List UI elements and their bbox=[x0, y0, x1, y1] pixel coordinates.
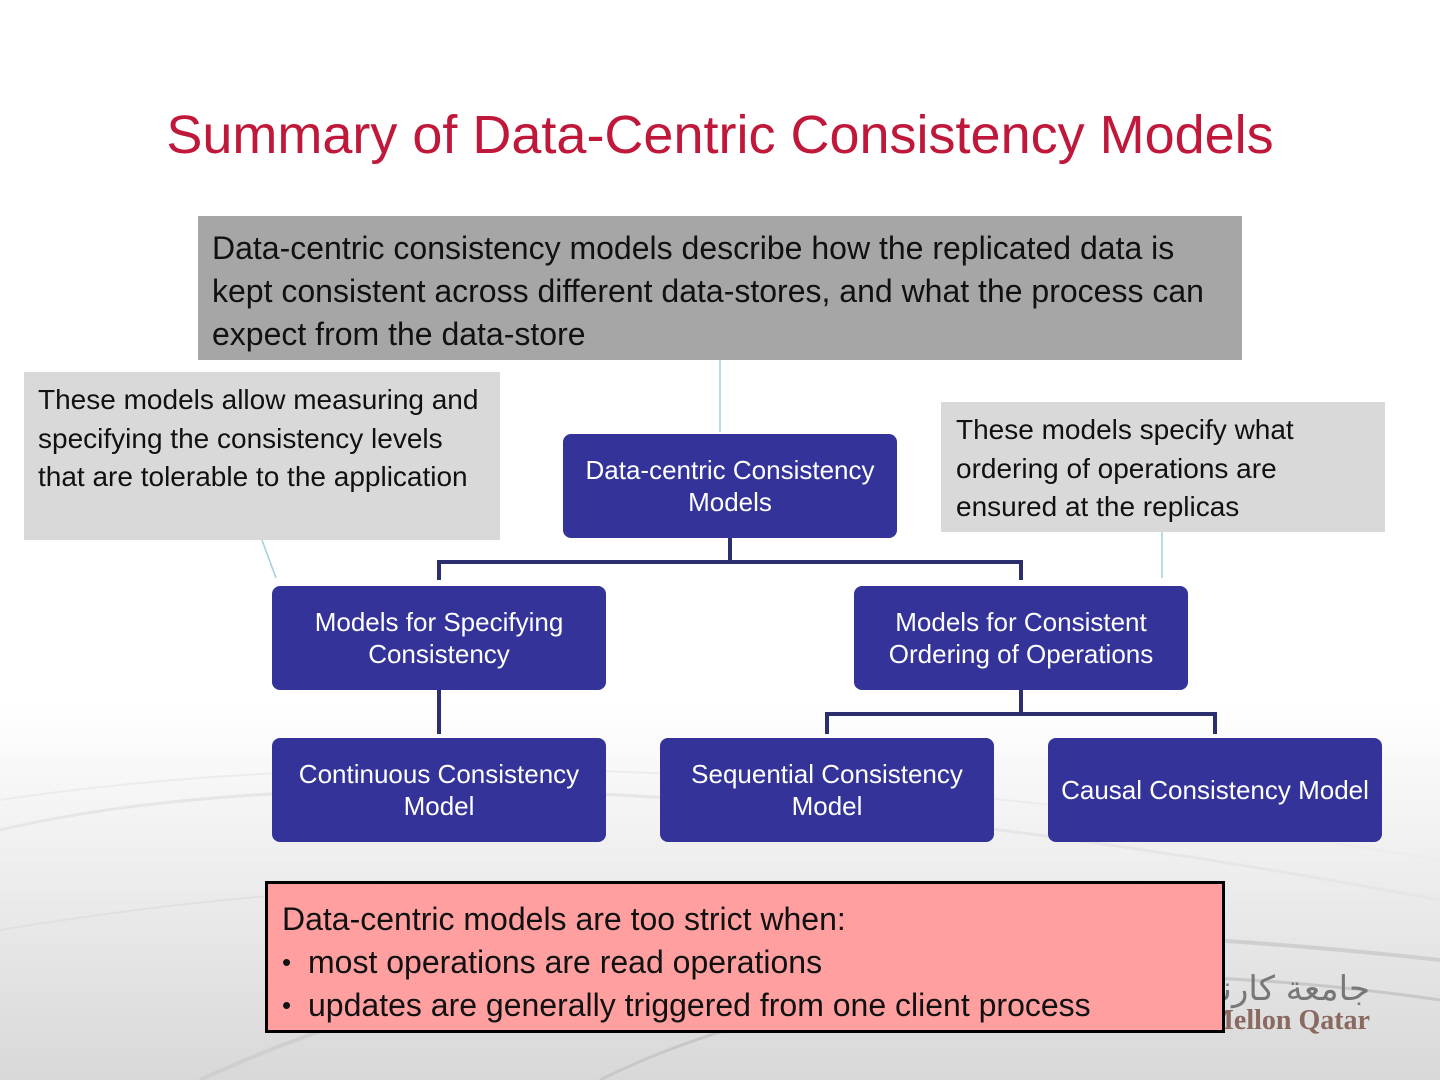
node-ordering: Models for Consistent Ordering of Operat… bbox=[854, 586, 1188, 690]
note-heading: Data-centric models are too strict when: bbox=[282, 901, 846, 937]
node-continuous: Continuous Consistency Model bbox=[272, 738, 606, 842]
logo-english-text: Mellon Qatar bbox=[1207, 1005, 1370, 1036]
strictness-note: Data-centric models are too strict when:… bbox=[265, 881, 1225, 1033]
callout-ordering: These models specify what ordering of op… bbox=[941, 402, 1385, 532]
node-causal: Causal Consistency Model bbox=[1048, 738, 1382, 842]
note-bullet-text: most operations are read operations bbox=[308, 944, 823, 980]
node-root: Data-centric Consistency Models bbox=[563, 434, 897, 538]
connector-right bbox=[825, 690, 1217, 734]
node-specifying: Models for Specifying Consistency bbox=[272, 586, 606, 690]
bullet-icon: • bbox=[282, 990, 292, 1020]
note-bullet-item: • most operations are read operations bbox=[282, 941, 1208, 984]
note-bullet-item: • updates are generally triggered from on… bbox=[282, 984, 1208, 1027]
page-title: Summary of Data-Centric Consistency Mode… bbox=[166, 105, 1274, 165]
note-bullet-list: • most operations are read operations • up… bbox=[282, 941, 1208, 1027]
bullet-icon: • bbox=[282, 947, 292, 977]
callout-definition: Data-centric consistency models describe… bbox=[198, 216, 1242, 360]
connector-root bbox=[437, 538, 1023, 580]
node-sequential: Sequential Consistency Model bbox=[660, 738, 994, 842]
callout-specifying: These models allow measuring and specify… bbox=[24, 372, 500, 540]
note-bullet-text: updates are generally triggered from one… bbox=[308, 987, 1091, 1023]
